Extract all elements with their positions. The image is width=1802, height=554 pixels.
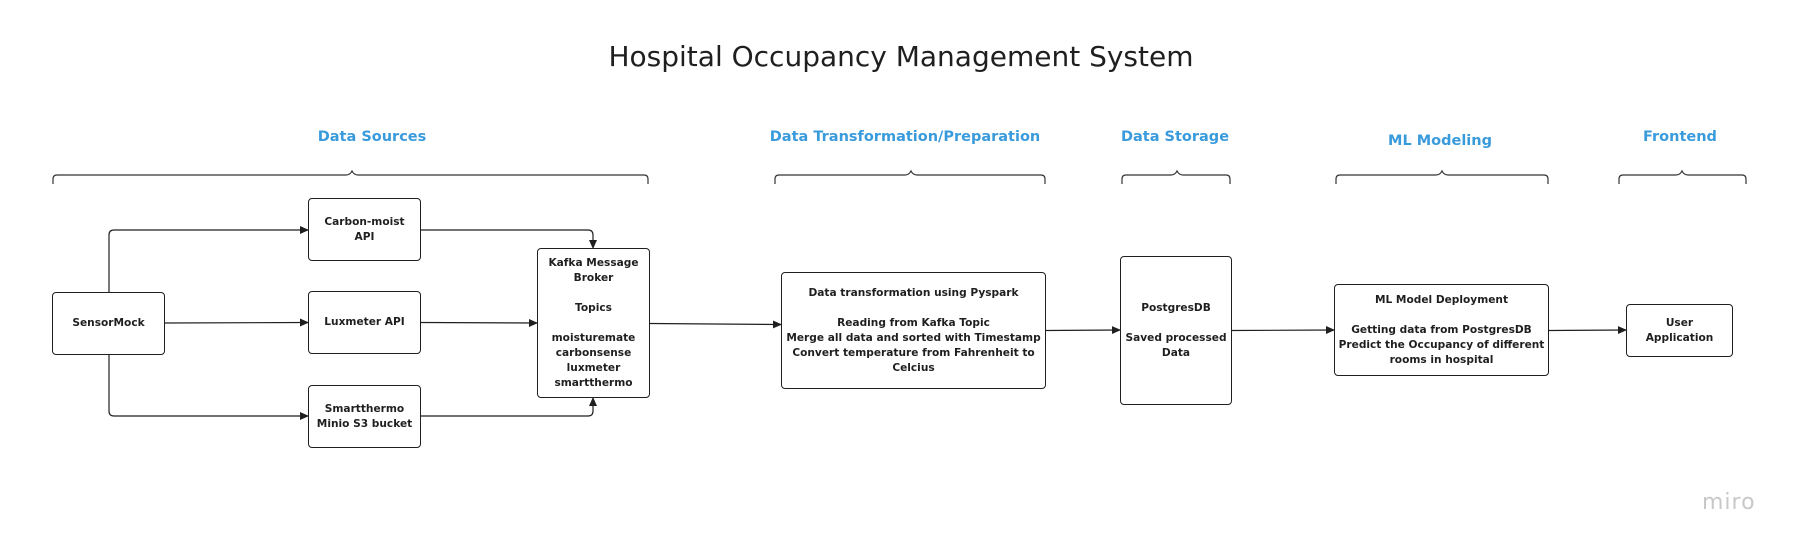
node-label: Merge all data and sorted with Timestamp (786, 331, 1041, 344)
arrow-sensormock-to-carbon (108, 226, 309, 292)
connectors (108, 226, 1627, 420)
topic-item: smartthermo (554, 376, 633, 389)
brace-transformation (774, 169, 1046, 184)
node-label: Convert temperature from Fahrenheit to (792, 346, 1035, 359)
node-label: Saved processed (1125, 331, 1227, 344)
miro-watermark: miro (1702, 490, 1756, 515)
arrow-smartthermo-to-kafka (421, 397, 597, 417)
node-label: Luxmeter API (324, 316, 405, 328)
node-label: Smartthermo (324, 402, 405, 415)
section-label-transformation: Data Transformation/Preparation (769, 129, 1041, 145)
node-carbon-moist-api[interactable]: Carbon-moist API (308, 198, 421, 261)
node-heading: ML Model Deployment (1374, 293, 1509, 306)
node-label: rooms in hospital (1389, 353, 1494, 366)
node-data-transformation[interactable]: Data transformation using Pyspark Readin… (781, 272, 1046, 389)
node-label: API (354, 230, 375, 243)
brace-storage (1121, 169, 1231, 184)
arrow-sensormock-to-luxmeter (164, 318, 309, 327)
node-sensormock[interactable]: SensorMock (52, 292, 165, 355)
section-label-ml: ML Modeling (1388, 133, 1492, 149)
node-label: Kafka Message (548, 256, 639, 269)
section-label-frontend: Frontend (1643, 129, 1717, 145)
node-label: Application (1645, 331, 1714, 344)
brace-ml (1335, 169, 1549, 184)
arrow-postgres-to-ml (1231, 326, 1335, 335)
section-braces (52, 169, 1747, 184)
node-label: User (1665, 316, 1694, 329)
node-label: SensorMock (72, 317, 145, 329)
brace-frontend (1618, 169, 1747, 184)
node-kafka-broker[interactable]: Kafka Message Broker Topics moisturemate… (537, 248, 650, 398)
topic-item: carbonsense (555, 346, 632, 359)
node-heading: PostgresDB (1141, 301, 1211, 314)
node-label: Data (1161, 346, 1191, 359)
node-ml-model-deployment[interactable]: ML Model Deployment Getting data from Po… (1334, 284, 1549, 376)
topics-label: Topics (575, 301, 612, 314)
node-label: Getting data from PostgresDB (1351, 323, 1532, 336)
arrow-carbon-to-kafka (421, 229, 597, 249)
node-smartthermo-minio[interactable]: Smartthermo Minio S3 bucket (308, 385, 421, 448)
section-label-data-sources: Data Sources (317, 129, 427, 145)
node-label: Predict the Occupancy of different (1338, 338, 1545, 351)
topic-item: luxmeter (566, 361, 621, 374)
section-label-storage: Data Storage (1120, 129, 1230, 145)
node-label: Broker (573, 271, 614, 284)
node-label: Minio S3 bucket (316, 417, 413, 430)
node-heading: Data transformation using Pyspark (808, 286, 1019, 299)
arrow-transform-to-postgres (1045, 326, 1121, 335)
brace-data-sources (52, 169, 649, 184)
node-postgresdb[interactable]: PostgresDB Saved processed Data (1120, 256, 1232, 405)
arrow-kafka-to-transform (649, 320, 782, 329)
node-luxmeter-api[interactable]: Luxmeter API (308, 291, 421, 354)
node-user-application[interactable]: User Application (1626, 304, 1733, 357)
node-label: Carbon-moist (324, 215, 405, 228)
page-title: Hospital Occupancy Management System (608, 40, 1194, 73)
node-label: Reading from Kafka Topic (837, 316, 990, 329)
arrow-ml-to-user (1548, 326, 1627, 335)
arrow-sensormock-to-smartthermo (108, 355, 309, 420)
node-label: Celcius (892, 361, 935, 374)
topic-item: moisturemate (551, 331, 636, 344)
arrow-luxmeter-to-kafka (420, 318, 538, 327)
